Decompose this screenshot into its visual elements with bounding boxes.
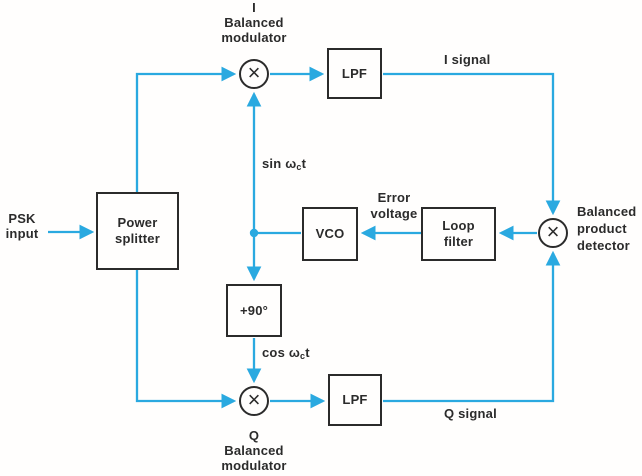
vco-box: VCO (302, 207, 358, 261)
sin-carrier-label: sin ωct (262, 156, 307, 172)
lpf-i-box: LPF (327, 48, 382, 99)
wire-splitter-to-q-modulator (135, 270, 237, 409)
error-voltage-label: Error voltage (370, 190, 418, 221)
wire-q-signal-to-detector (383, 250, 561, 403)
power-splitter-label-line2: splitter (115, 231, 160, 246)
loop-filter-box: Loop filter (421, 207, 496, 261)
i-modulator-caption: I Balanced modulator (221, 0, 287, 45)
lpf-i-label: LPF (341, 65, 368, 81)
multiply-icon: × (546, 219, 560, 244)
i-balanced-modulator-multiplier: × (239, 59, 269, 89)
i-signal-label: I signal (444, 52, 491, 67)
cos-carrier-label: cos ωct (262, 345, 310, 361)
lpf-q-label: LPF (342, 392, 368, 407)
loop-filter-label-line1: Loop (442, 218, 475, 233)
loop-filter-label-line2: filter (443, 234, 474, 249)
q-modulator-caption: Q Balanced modulator (221, 428, 287, 473)
lpf-q-box: LPF (328, 374, 382, 426)
power-splitter-label-line1: Power (117, 215, 158, 230)
q-balanced-modulator-multiplier: × (239, 386, 269, 416)
phase-shift-90-box: +90° (226, 284, 282, 337)
multiply-icon: × (247, 387, 261, 412)
power-splitter-box: Power splitter (96, 192, 179, 270)
balanced-product-detector-multiplier: × (538, 218, 568, 248)
product-detector-caption: Balanced product detector (577, 204, 637, 253)
psk-input-label: PSK input (5, 211, 39, 241)
wire-splitter-to-i-modulator (135, 66, 237, 192)
q-signal-label: Q signal (444, 406, 497, 421)
multiply-icon: × (247, 60, 261, 85)
phase-shift-90-label: +90° (239, 302, 269, 318)
vco-label: VCO (315, 226, 345, 241)
wire-i-signal-to-detector (383, 72, 561, 216)
junction-dot (249, 228, 259, 238)
